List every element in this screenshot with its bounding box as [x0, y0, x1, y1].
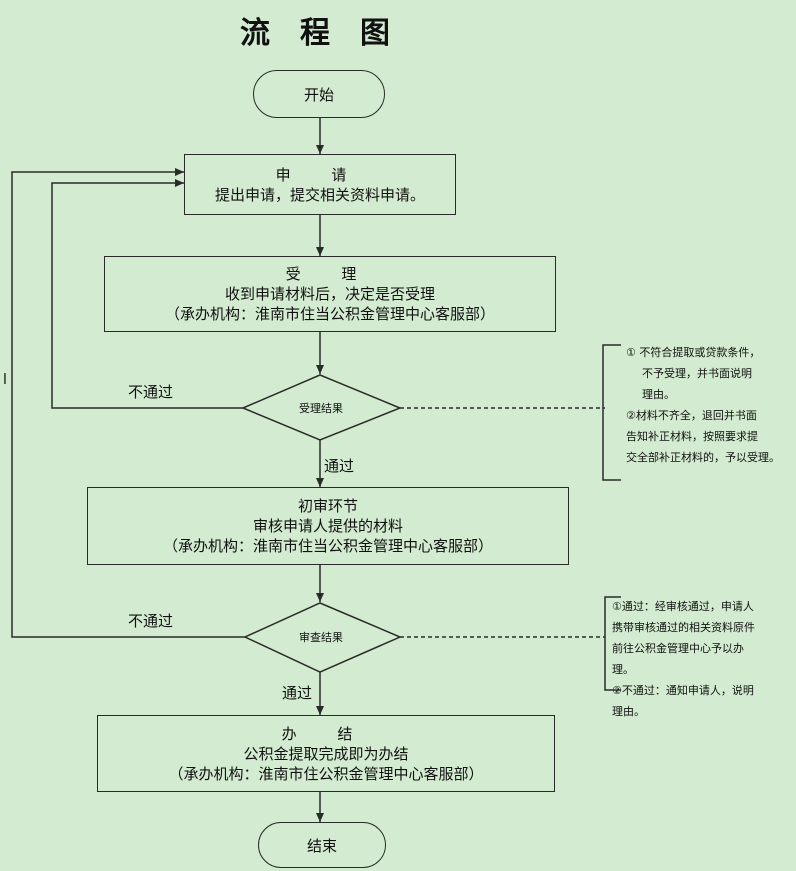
arrow-review-fail-loop: [11, 168, 245, 638]
finish-org: （承办机构：淮南市住公积金管理中心客服部）: [168, 764, 484, 783]
accept-note-line: 告知补正材料，按照要求提: [626, 430, 758, 443]
accept-fail-label: 不通过: [128, 383, 174, 401]
review-decision-label: 审查结果: [299, 631, 343, 644]
review-desc: 审核申请人提供的材料: [252, 517, 403, 535]
accept-note-line: ① 不符合提取或贷款条件，: [626, 346, 761, 359]
review-note-line: 前往公积金管理中心予以办: [612, 642, 744, 655]
end-node: 结束: [258, 822, 386, 868]
finish-box: 办 结 公积金提取完成即为办结 （承办机构：淮南市住公积金管理中心客服部）: [97, 715, 555, 792]
note-bracket-review: [604, 596, 621, 691]
accept-org: （承办机构：淮南市住当公积金管理中心客服部）: [164, 305, 495, 323]
review-note-line: ②不通过：通知申请人，说明: [612, 684, 754, 697]
review-pass-label: 通过: [282, 684, 313, 702]
accept-desc: 收到申请材料后，决定是否受理: [224, 285, 435, 303]
accept-box: 受 理 收到申请材料后，决定是否受理 （承办机构：淮南市住当公积金管理中心客服部…: [104, 256, 556, 332]
review-note-line: 携带审核通过的相关资料原件: [612, 621, 755, 634]
start-label: 开始: [303, 85, 334, 104]
accept-decision-diamond: [241, 374, 402, 441]
finish-desc: 公积金提取完成即为办结: [243, 744, 409, 763]
note-bracket-accept: [602, 344, 621, 481]
arrow-accept-fail-loop: [51, 179, 243, 409]
accept-note: ① 不符合提取或贷款条件， 不予受理，并书面说明 理由。 ②材料不齐全，退回并书…: [626, 342, 794, 468]
review-decision-diamond: [243, 602, 402, 673]
review-fail-label: 不通过: [128, 612, 174, 630]
apply-title: 申 请: [275, 165, 365, 184]
accept-note-line: ②材料不齐全，退回并书面: [626, 409, 757, 422]
review-org: （承办机构：淮南市住当公积金管理中心客服部）: [162, 537, 493, 555]
apply-desc: 提出申请，提交相关资料申请。: [214, 185, 425, 204]
left-mark: l: [3, 372, 7, 388]
accept-note-line: 理由。: [642, 388, 675, 401]
accept-note-line: 交全部补正材料的，予以受理。: [626, 451, 780, 464]
apply-box: 申 请 提出申请，提交相关资料申请。: [184, 154, 456, 215]
finish-title: 办 结: [281, 724, 371, 743]
page-title: 流程图: [240, 16, 420, 51]
review-note-line: 理由。: [612, 705, 645, 718]
start-node: 开始: [253, 70, 385, 118]
end-label: 结束: [306, 836, 337, 855]
review-note: ①通过：经审核通过，申请人 携带审核通过的相关资料原件 前往公积金管理中心予以办…: [612, 596, 794, 722]
accept-decision-label: 受理结果: [299, 402, 343, 415]
accept-note-line: 不予受理，并书面说明: [642, 367, 752, 380]
accept-title: 受 理: [285, 265, 375, 283]
accept-pass-label: 通过: [324, 457, 355, 475]
review-note-line: 理。: [612, 663, 634, 676]
review-box: 初审环节 审核申请人提供的材料 （承办机构：淮南市住当公积金管理中心客服部）: [87, 487, 569, 565]
review-note-line: ①通过：经审核通过，申请人: [612, 600, 754, 613]
review-title: 初审环节: [297, 497, 358, 515]
